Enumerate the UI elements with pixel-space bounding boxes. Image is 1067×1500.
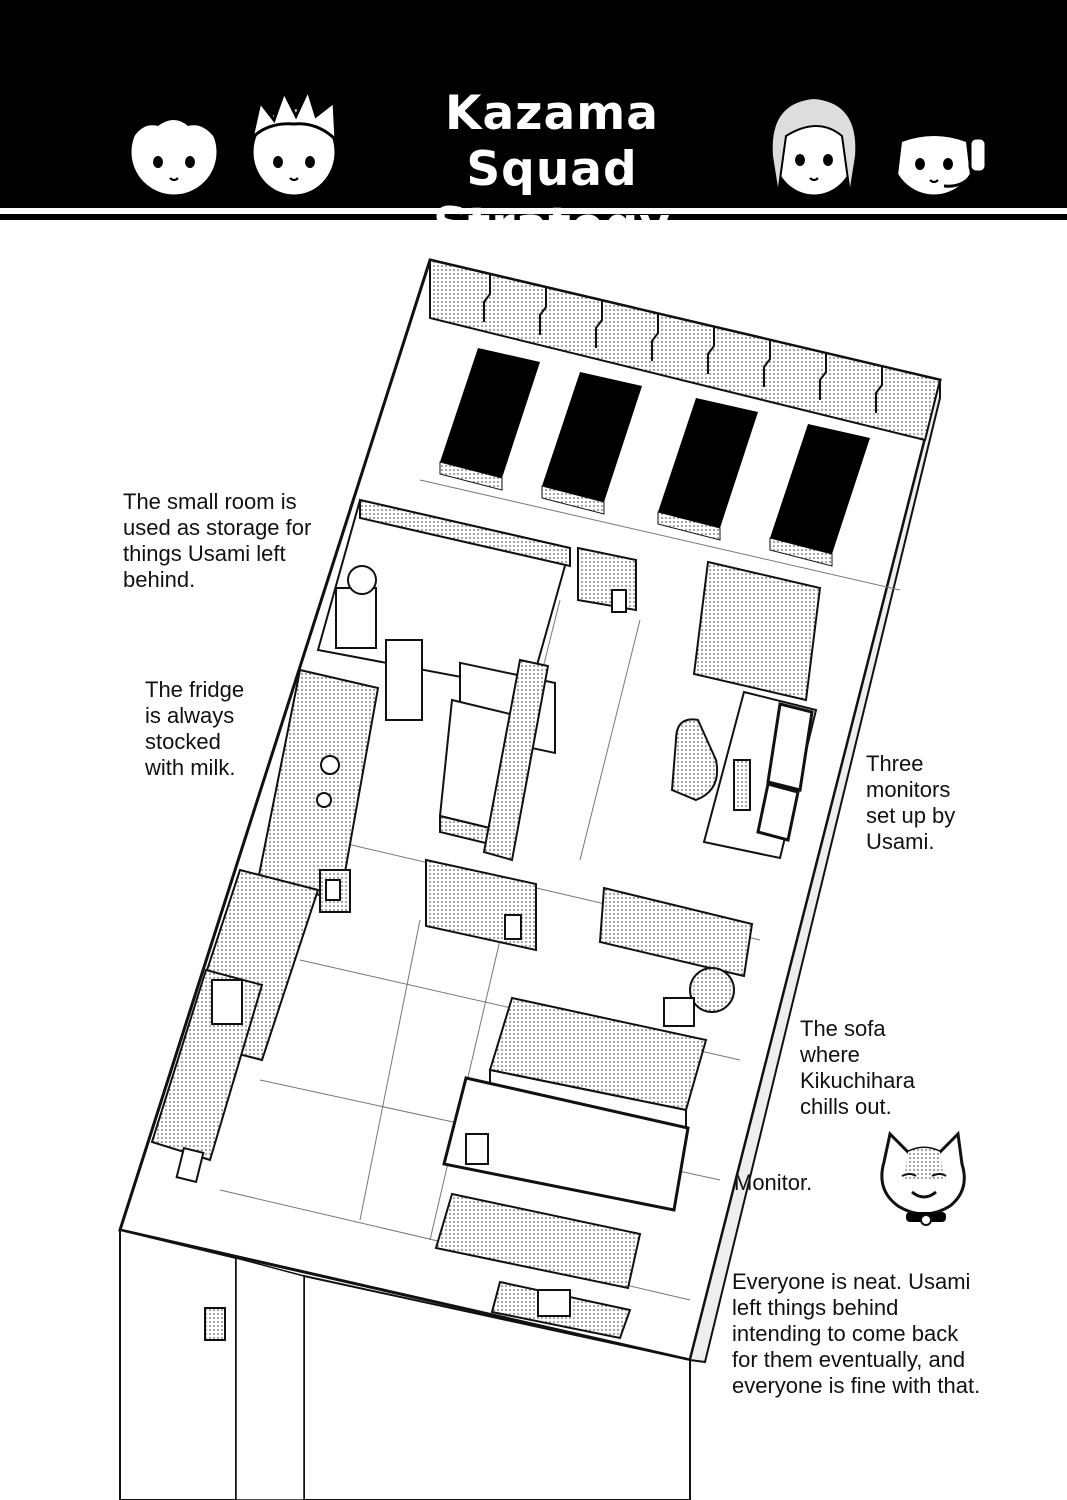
office-chair-icon xyxy=(670,718,718,802)
note-sofa-line: The sofa xyxy=(800,1016,886,1041)
title-line-1: Kazama Squad xyxy=(445,86,659,197)
note-monitors-line: Usami. xyxy=(866,829,935,854)
note-monitors: Three monitors set up by Usami. xyxy=(866,751,955,855)
banner-rule xyxy=(0,214,1067,220)
note-storage-line: behind. xyxy=(123,567,196,592)
kitchen-partition xyxy=(482,658,550,862)
cat-mascot-icon xyxy=(880,1130,966,1226)
note-sofa-line: chills out. xyxy=(800,1094,892,1119)
chibi-face-icon-4 xyxy=(888,98,988,198)
note-storage-line: things Usami left xyxy=(123,541,286,566)
note-footer-line: intending to come back xyxy=(732,1321,959,1346)
storage-cabinet xyxy=(385,639,423,721)
note-footer-line: left things behind xyxy=(732,1295,899,1320)
potted-plant-icon xyxy=(689,967,735,1013)
monitor-icon-1 xyxy=(766,702,814,792)
note-storage-line: used as storage for xyxy=(123,515,312,540)
note-monitors-line: set up by xyxy=(866,803,956,828)
note-sofa: The sofa where Kikuchihara chills out. xyxy=(800,1016,915,1120)
keyboard-icon xyxy=(733,759,751,811)
note-sofa-line: Kikuchihara xyxy=(800,1068,915,1093)
partition-door xyxy=(577,546,637,612)
note-monitors-line: Three xyxy=(866,751,924,776)
training-pods xyxy=(439,348,870,567)
wall-panel-seams xyxy=(483,274,883,413)
note-footer-line: Everyone is neat. Usami xyxy=(732,1269,971,1294)
note-fridge: The fridge is always stocked with milk. xyxy=(145,677,244,781)
storage-fan-icon xyxy=(347,565,377,595)
sofa-front xyxy=(434,1192,642,1290)
note-footer-line: for them eventually, and xyxy=(732,1347,966,1372)
note-fridge-line: with milk. xyxy=(145,755,236,780)
note-footer: Everyone is neat. Usami left things behi… xyxy=(732,1269,980,1399)
entrance xyxy=(235,1257,305,1500)
chibi-face-icon-2 xyxy=(249,86,338,198)
outer-wall-right xyxy=(688,379,941,1364)
right-door-wall xyxy=(598,886,754,978)
note-fridge-line: is always xyxy=(145,703,235,728)
note-storage: The small room is used as storage for th… xyxy=(123,489,311,593)
sink-icon xyxy=(320,755,340,775)
monitor-icon-2 xyxy=(756,782,800,842)
note-footer-line: everyone is fine with that. xyxy=(732,1373,981,1398)
note-fridge-line: The fridge xyxy=(145,677,245,702)
note-monitor: Monitor. xyxy=(734,1170,813,1195)
note-monitors-line: monitors xyxy=(866,777,951,802)
note-fridge-line: stocked xyxy=(145,729,221,754)
chibi-face-icon-3 xyxy=(770,96,858,198)
door-panel-icon xyxy=(204,1307,226,1341)
front-wall-left xyxy=(119,1228,237,1500)
bookcase-right xyxy=(692,560,822,702)
coffee-table xyxy=(442,1076,690,1212)
note-storage-line: The small room is xyxy=(123,489,297,514)
chibi-face-icon-1 xyxy=(128,101,220,198)
storage-boxes xyxy=(335,587,377,649)
note-sofa-line: where xyxy=(800,1042,860,1067)
table-monitor-icon xyxy=(465,1133,489,1165)
